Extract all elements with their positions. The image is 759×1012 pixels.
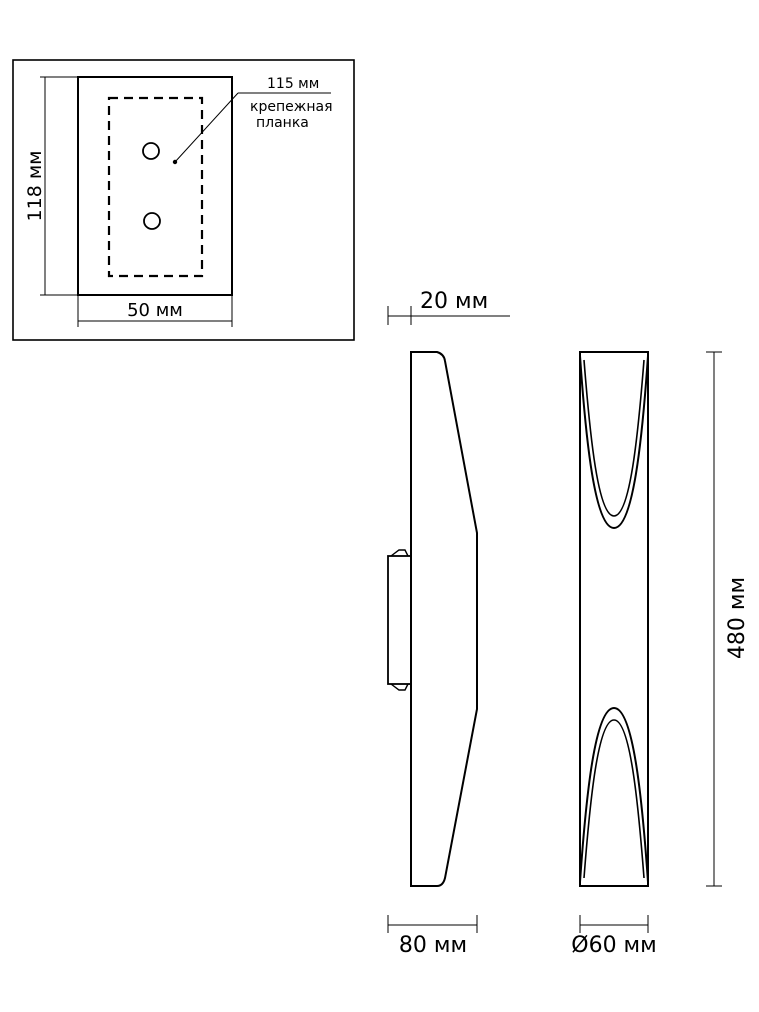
side-view: 20 мм 80 мм — [387, 289, 510, 958]
mounting-bracket-dashed — [107, 96, 204, 278]
holes-spacing-label: 115 мм — [267, 76, 319, 92]
plate-width-label: 50 мм — [127, 300, 183, 321]
bracket-leader-dot — [172, 159, 178, 165]
side-wall-bracket — [387, 555, 412, 685]
mount-hole-top — [142, 142, 160, 160]
mount-hole-bottom — [143, 212, 161, 230]
mount-plate-inset: 118 мм 50 мм 115 мм крепежная планка — [12, 59, 355, 341]
front-bottom-cutout-outer — [579, 706, 649, 883]
inset-frame — [12, 59, 355, 341]
front-bottom-cutout-inner — [583, 719, 645, 879]
side-bracket-bottom-cap — [390, 683, 409, 691]
plate-height-label: 118 мм — [24, 151, 46, 222]
front-top-cutout-outer — [579, 355, 649, 530]
side-lamp-body — [410, 351, 478, 887]
front-top-cutout-inner — [583, 359, 645, 517]
side-depth-label: 20 мм — [420, 289, 488, 314]
bracket-label-line1: крепежная — [250, 99, 333, 115]
front-diameter-label: Ø60 мм — [571, 933, 657, 958]
front-view: 480 мм Ø60 мм — [571, 351, 750, 958]
side-width-label: 80 мм — [399, 933, 467, 958]
bracket-label-line2: планка — [256, 115, 309, 131]
mount-plate-outline — [77, 76, 233, 296]
bracket-leader-line — [174, 92, 239, 163]
front-height-label: 480 мм — [725, 577, 750, 659]
front-lamp-body — [579, 351, 649, 887]
side-bracket-top-cap — [390, 549, 409, 557]
